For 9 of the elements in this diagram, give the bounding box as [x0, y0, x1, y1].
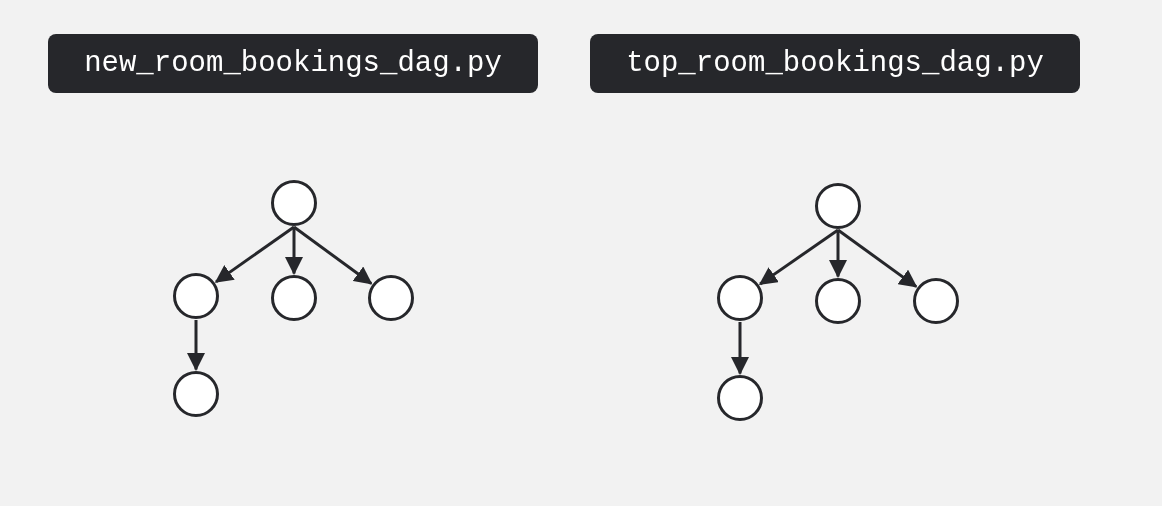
filename-text: top_room_bookings_dag.py [626, 45, 1044, 82]
filename-text: new_room_bookings_dag.py [84, 45, 502, 82]
arrow [187, 320, 205, 371]
filename-tab [48, 34, 538, 93]
arrow [293, 225, 373, 285]
arrow [731, 322, 749, 375]
filename-tab [590, 34, 1080, 93]
arrow [285, 227, 303, 275]
arrow [829, 230, 847, 278]
